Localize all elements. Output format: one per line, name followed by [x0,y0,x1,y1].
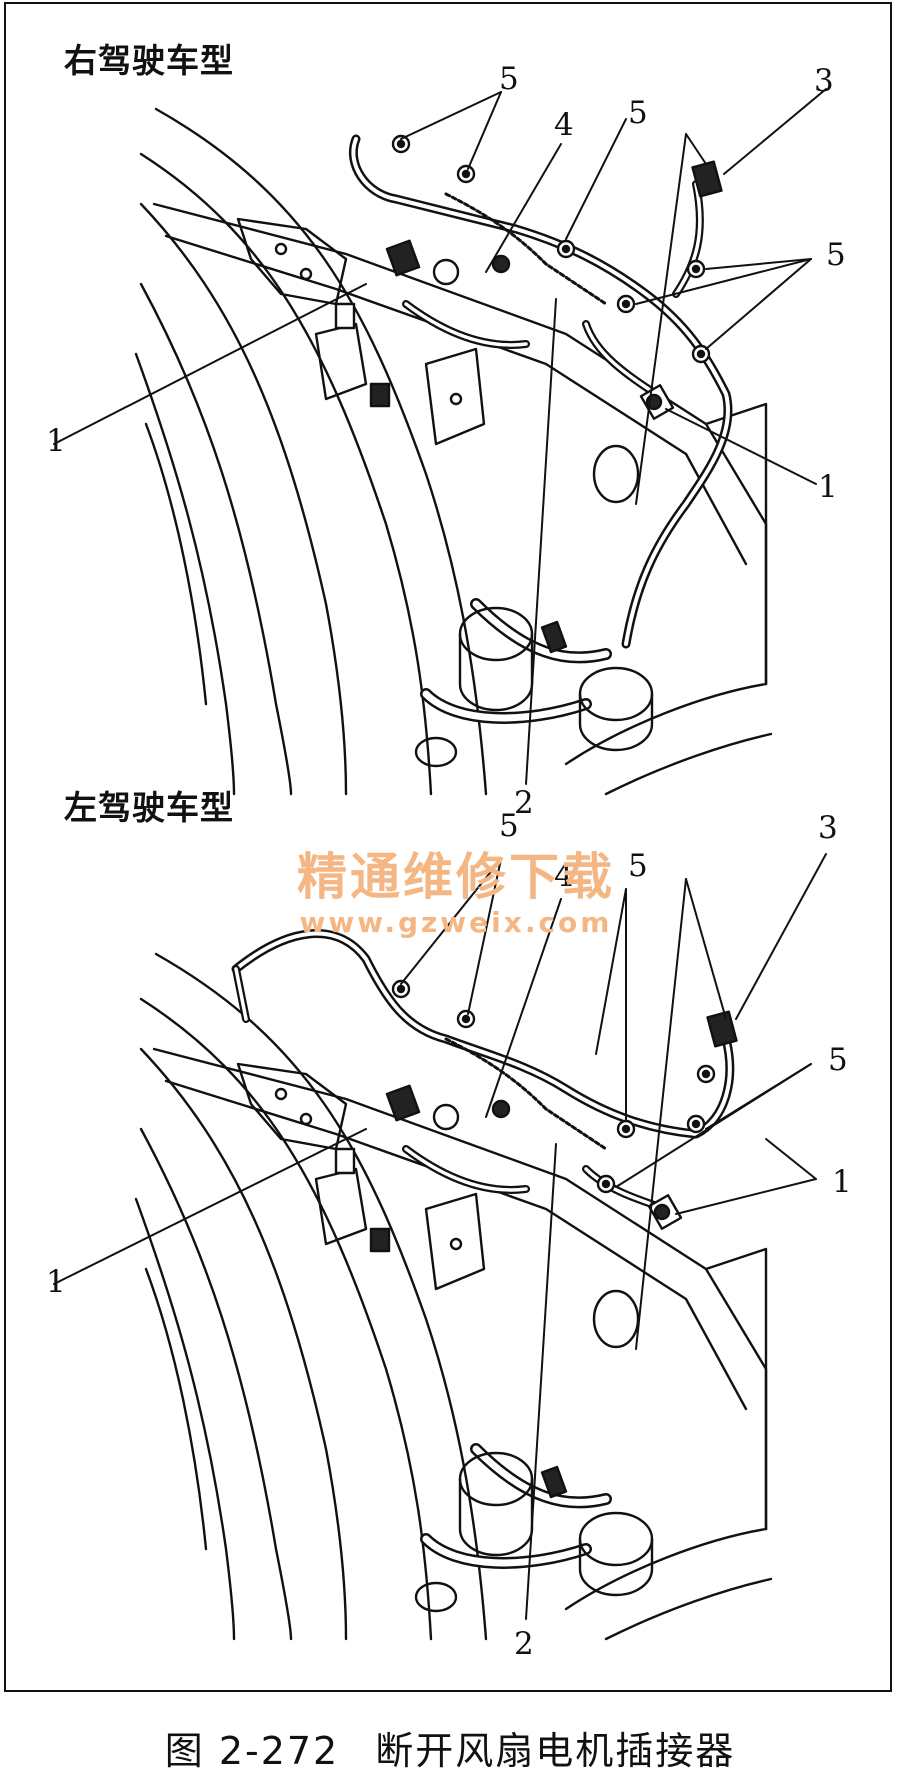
callout-5: 5 [628,848,648,884]
callout-2: 2 [514,785,534,821]
engine-bay-illustration-left [53,853,827,1641]
figure-number: 图 2-272 [164,1729,340,1773]
callout-5: 5 [628,95,648,131]
engine-bay-illustration-right [53,88,827,796]
callout-5: 5 [499,808,519,844]
watermark-url: www.gzweix.com [299,906,613,939]
panel-left-drive: 左驾驶车型 5 4 5 3 5 1 1 2 [6,788,894,1694]
callout-1: 1 [46,423,66,459]
watermark-text: 精通维修下载 [297,848,615,906]
panel-title: 左驾驶车型 [64,788,234,827]
panel-right-drive: 右驾驶车型 5 4 5 3 5 1 1 2 [6,4,894,849]
callout-5: 5 [826,237,846,273]
callout-1: 1 [46,1264,66,1300]
panel-title: 右驾驶车型 [64,41,234,80]
callout-3: 3 [818,810,838,846]
callout-5: 5 [828,1042,848,1078]
figure-frame: 右驾驶车型 5 4 5 3 5 1 1 2 [4,2,892,1692]
watermark: 精通维修下载 www.gzweix.com [276,852,636,939]
callout-1: 1 [818,469,838,505]
callout-4: 4 [554,858,574,894]
callout-2: 2 [514,1626,534,1662]
callout-5: 5 [499,61,519,97]
figure-title: 断开风扇电机插接器 [375,1729,736,1773]
callout-3: 3 [814,63,834,99]
figure-caption: 图 2-272 断开风扇电机插接器 [0,1720,900,1775]
callout-4: 4 [554,107,574,143]
callout-1: 1 [832,1164,852,1200]
